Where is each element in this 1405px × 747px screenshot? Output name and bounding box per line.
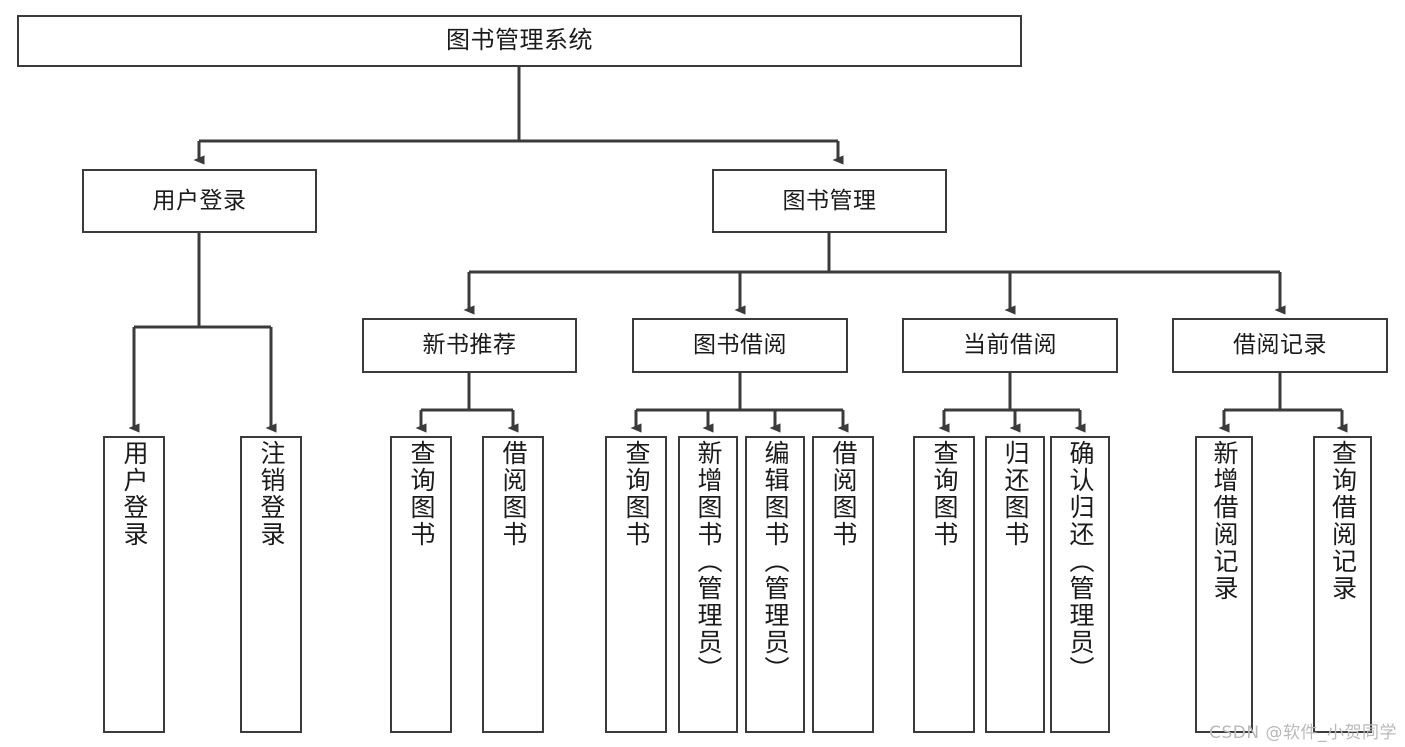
node-leaf-edit-book-admin[interactable]: 编辑图书（管理员）	[745, 436, 805, 733]
node-label: 注销登录	[257, 440, 286, 548]
node-leaf-add-book-admin[interactable]: 新增图书（管理员）	[678, 436, 738, 733]
node-leaf-confirm-return-admin[interactable]: 确认归还（管理员）	[1050, 436, 1110, 733]
node-leaf-query-book-borrow[interactable]: 查询图书	[605, 436, 667, 733]
node-label: 图书管理	[782, 187, 877, 214]
node-label: 查询图书	[407, 440, 436, 548]
node-leaf-query-book-current[interactable]: 查询图书	[913, 436, 975, 733]
node-label: 新增借阅记录	[1210, 440, 1239, 602]
node-label: 用户登录	[152, 187, 247, 214]
node-leaf-query-book-recommend[interactable]: 查询图书	[390, 436, 452, 733]
node-leaf-query-borrow-record[interactable]: 查询借阅记录	[1313, 436, 1372, 733]
node-book-management[interactable]: 图书管理	[712, 169, 947, 233]
node-leaf-return-book[interactable]: 归还图书	[985, 436, 1045, 733]
node-label: 查询图书	[622, 440, 651, 548]
node-leaf-logout-login[interactable]: 注销登录	[240, 436, 302, 733]
node-label: 新书推荐	[422, 332, 517, 359]
node-user-login[interactable]: 用户登录	[82, 169, 317, 233]
node-leaf-borrow-book-recommend[interactable]: 借阅图书	[482, 436, 544, 733]
node-label: 用户登录	[120, 440, 149, 548]
node-leaf-user-login[interactable]: 用户登录	[103, 436, 165, 733]
node-label: 借阅图书	[829, 440, 858, 548]
node-leaf-borrow-book[interactable]: 借阅图书	[812, 436, 874, 733]
node-label: 归还图书	[1001, 440, 1030, 548]
node-label: 查询借阅记录	[1328, 440, 1358, 602]
node-label: 查询图书	[930, 440, 959, 548]
node-label: 编辑图书（管理员）	[761, 440, 790, 683]
node-label: 新增图书（管理员）	[694, 440, 723, 683]
node-label: 图书管理系统	[446, 26, 593, 55]
node-label: 当前借阅	[963, 332, 1057, 359]
node-current-borrow[interactable]: 当前借阅	[902, 318, 1118, 373]
node-label: 借阅图书	[499, 440, 528, 548]
node-leaf-add-borrow-record[interactable]: 新增借阅记录	[1195, 436, 1253, 733]
node-label: 图书借阅	[693, 332, 787, 359]
node-label: 确认归还（管理员）	[1066, 440, 1095, 683]
node-new-book-recommend[interactable]: 新书推荐	[362, 318, 577, 373]
node-label: 借阅记录	[1233, 332, 1327, 359]
watermark-text: CSDN @软件_小贺同学	[1209, 723, 1397, 743]
node-book-management-system[interactable]: 图书管理系统	[17, 15, 1022, 67]
node-book-borrow[interactable]: 图书借阅	[632, 318, 848, 373]
node-borrow-record[interactable]: 借阅记录	[1172, 318, 1388, 373]
